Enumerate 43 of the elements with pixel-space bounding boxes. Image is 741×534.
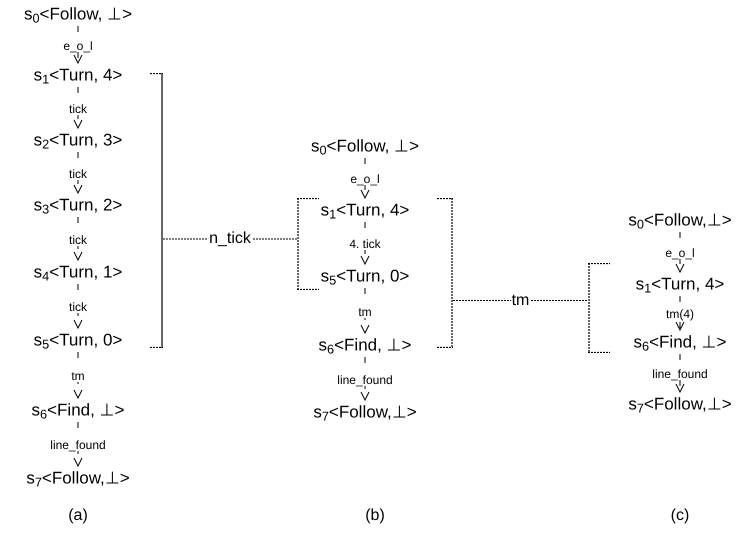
edge-label: line_found <box>49 439 107 451</box>
edge-label: 4. tick <box>348 238 382 250</box>
bracket <box>297 198 319 290</box>
state-label: s$_{6}$<Find, ⊥> <box>634 334 726 350</box>
state-label: s$_{7}$<Follow,⊥> <box>628 396 732 412</box>
edge-label: tick <box>68 102 88 114</box>
state-label: s$_{5}$<Turn, 0> <box>34 332 122 348</box>
state-label: s$_{6}$<Find, ⊥> <box>32 402 124 418</box>
edge-label: tm <box>70 370 86 382</box>
edge-label: line_found <box>336 374 394 386</box>
edge-label: line_found <box>651 368 709 380</box>
state-label: s$_{7}$<Follow,⊥> <box>26 470 130 486</box>
panel-caption: (c) <box>670 508 690 524</box>
edge-label: tick <box>68 301 88 313</box>
state-label: s$_{0}$<Follow, ⊥> <box>310 138 420 154</box>
state-label: s$_{5}$<Turn, 0> <box>320 268 410 284</box>
arrow <box>74 152 82 194</box>
bracket <box>437 198 453 348</box>
edge-label: tick <box>68 234 88 246</box>
edge-label: e_o_l <box>664 247 696 259</box>
edge-label: tick <box>68 168 88 180</box>
state-label: s$_{1}$<Turn, 4> <box>320 202 410 218</box>
state-label: s$_{7}$<Follow,⊥> <box>313 404 417 420</box>
edge-label: tm <box>510 292 530 308</box>
bracket <box>588 263 610 353</box>
panel-caption: (a) <box>68 508 88 524</box>
edge-label: tm <box>357 306 373 318</box>
state-label: s$_{0}$<Follow, ⊥> <box>24 6 132 22</box>
edge-label: e_o_l <box>349 173 381 185</box>
state-label: s$_{3}$<Turn, 2> <box>34 196 122 214</box>
edge-label: e_o_l <box>62 40 94 52</box>
arrow <box>74 86 82 128</box>
bracket <box>150 73 163 348</box>
state-label: s$_{6}$<Find, ⊥> <box>318 336 412 354</box>
state-label: s$_{0}$<Follow,⊥> <box>628 212 732 228</box>
edge-label: tm(4) <box>665 308 695 320</box>
panel-caption: (b) <box>365 508 385 524</box>
edge-label: n_tick <box>208 231 252 247</box>
state-label: s$_{1}$<Turn, 4> <box>636 276 724 292</box>
dotted-connector <box>452 300 588 301</box>
state-label: s$_{1}$<Turn, 4> <box>34 66 122 84</box>
state-label: s$_{4}$<Turn, 1> <box>34 264 122 280</box>
state-label: s$_{2}$<Turn, 3> <box>34 132 122 148</box>
